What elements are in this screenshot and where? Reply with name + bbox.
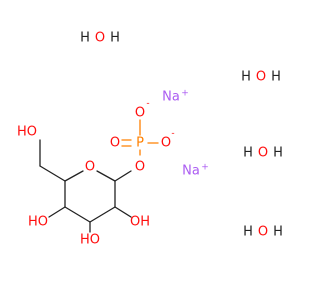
water-2-h-left: H [241,70,251,85]
water-molecule-2: H O H [241,70,281,85]
phosphate-top-charge: - [146,99,149,109]
hydroxyl-c6: HO [17,125,37,140]
sodium-ion-1: Na [162,90,180,105]
water-layer: H O H H O H H O H H O H [80,31,283,240]
water-molecule-1: H O H [80,31,120,46]
molecule-diagram: O HO HO HO OH O P O O - O - Na + Na + H … [17,31,283,248]
water-4-h-right: H [273,225,283,240]
sodium-ion-2-charge: + [201,163,209,173]
water-1-o: O [95,31,105,46]
hydroxyl-c4: HO [28,215,48,230]
anomeric-oxygen: O [135,160,145,175]
bond-c1-ring-o [96,170,116,182]
hydroxyl-c3: HO [80,233,100,248]
bond-c3-c2 [89,206,116,223]
atom-layer: O HO HO HO OH O P O O - O - Na + Na + [17,89,209,248]
bond-c4-o4 [48,206,66,218]
bond-c4-c3 [64,206,91,223]
sodium-ion-2: Na [182,164,200,179]
water-2-o: O [256,70,266,85]
phosphate-oxygen-right: O [161,136,171,151]
water-2-h-right: H [271,70,281,85]
bond-c1-o1 [114,170,132,182]
phosphate-right-charge: - [171,129,174,139]
water-3-h-left: H [243,146,253,161]
hydroxyl-c2: OH [130,215,150,230]
phosphorus-atom: P [136,136,144,151]
phosphate-oxygen-double: O [110,136,120,151]
water-molecule-4: H O H [243,225,283,240]
bond-c2-o2 [114,206,132,218]
phosphate-oxygen-top: O [135,106,145,121]
water-1-h-left: H [80,31,90,46]
ring-oxygen: O [85,160,95,175]
bond-layer [39,119,159,233]
sodium-ion-1-charge: + [181,89,189,99]
bond-c5-ring-o [64,170,84,182]
water-4-o: O [258,225,268,240]
water-4-h-left: H [243,225,253,240]
water-3-h-right: H [273,146,283,161]
water-3-o: O [258,146,268,161]
water-1-h-right: H [110,31,120,46]
water-molecule-3: H O H [243,146,283,161]
bond-c5-c6 [39,165,66,182]
